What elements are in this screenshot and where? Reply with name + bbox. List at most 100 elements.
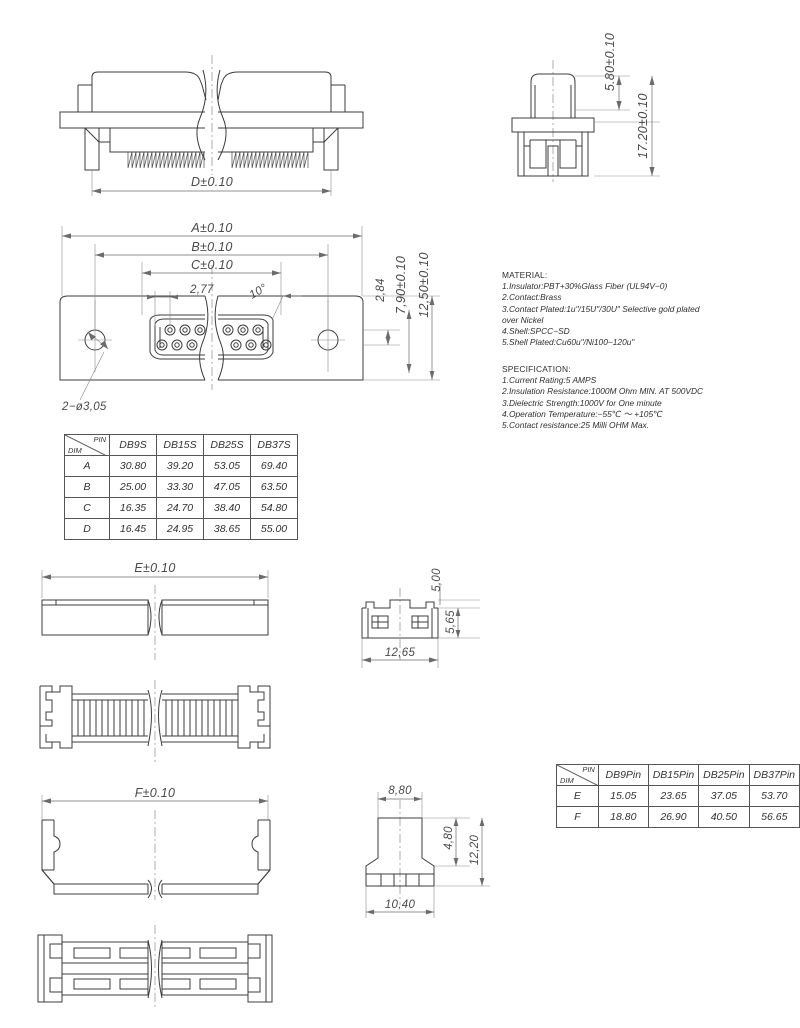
dim-284-label: 2,84 (375, 278, 387, 303)
material-line-2: 2.Contact:Brass (502, 292, 562, 303)
table-corner-cell: PIN DIM (556, 764, 599, 786)
table-row-header: PIN DIM DB9S DB15S DB25S DB37S (64, 434, 298, 456)
table-col-header: DB15Pin (647, 764, 700, 786)
table-cell: 54.80 (250, 497, 298, 519)
table-col-header: DB9S (109, 434, 157, 456)
table-cell: 30.80 (109, 455, 157, 477)
table-corner-cell: PIN DIM (64, 434, 110, 456)
specification-notes: SPECIFICATION: 1.Current Rating:5 AMPS 2… (502, 364, 703, 431)
view-side-receptacle: D±0.10 (59, 55, 364, 196)
material-line-3: 3.Contact Plated:1u"/15U"/30U" Selective… (502, 303, 700, 314)
view-end-receptacle: 5.80±0.10 17.20±0.10 (511, 33, 660, 182)
corner-pin-label: PIN (582, 765, 595, 774)
dim-1250-label: 12,50±0.10 (417, 252, 431, 317)
table-cell: 38.40 (203, 497, 251, 519)
table-cell: 16.35 (109, 497, 157, 519)
dim-A-label: A±0.10 (190, 221, 232, 235)
table-row: E 15.05 23.65 37.05 53.70 (556, 785, 800, 807)
table-cell: 16.45 (109, 518, 157, 540)
table-row: D 16.45 24.95 38.65 55.00 (64, 518, 298, 540)
pin-array-left (156, 324, 206, 351)
table-row-label: B (64, 476, 110, 498)
view-end-idc-body: 8,80 4,80 12,20 10,40 (365, 785, 490, 918)
dimension-table-ef: PIN DIM DB9Pin DB15Pin DB25Pin DB37Pin E… (556, 764, 800, 828)
table-row-label: E (556, 785, 599, 807)
table-cell: 53.05 (203, 455, 251, 477)
dim-1720-label: 17.20±0.10 (636, 93, 650, 158)
material-line-5: 4.Shell:SPCC−SD (502, 326, 570, 337)
spec-line-5: 5.Contact resistance:25 Milli OHM Max. (502, 420, 650, 431)
table-cell: 26.90 (647, 806, 700, 828)
table-col-header: DB15S (156, 434, 204, 456)
table-cell: 47.05 (203, 476, 251, 498)
table-cell: 33.30 (156, 476, 204, 498)
table-cell: 56.65 (748, 806, 800, 828)
corner-diagonal-icon (65, 435, 107, 456)
view-plan-idc-body (39, 680, 271, 762)
spec-line-2: 2.Insulation Resistance:1000M Ohm MIN. A… (502, 386, 704, 397)
table-cell: 55.00 (250, 518, 298, 540)
dim-B-label: B±0.10 (191, 240, 232, 254)
dim-1265-label: 12,65 (385, 647, 416, 659)
table-cell: 37.05 (698, 785, 750, 807)
table-cell: 40.50 (698, 806, 750, 828)
table-col-header: DB25S (203, 434, 251, 456)
table-row: F 18.80 26.90 40.50 56.65 (556, 806, 800, 828)
table-row-label: F (556, 806, 599, 828)
dim-C-label: C±0.10 (191, 258, 233, 272)
table-row-label: D (64, 518, 110, 540)
spec-line-3: 3.Dielectric Strength:1000V for One minu… (502, 397, 662, 408)
dim-480-label: 4,80 (443, 826, 455, 850)
dim-500-label: 5,00 (431, 568, 443, 592)
view-bottom-idc-body (37, 925, 273, 1010)
material-notes: MATERIAL: 1.Insulator:PBT+30%Glass Fiber… (502, 270, 699, 348)
dim-580-label: 5.80±0.10 (603, 33, 617, 91)
table-cell: 63.50 (250, 476, 298, 498)
table-row: C 16.35 24.70 38.40 54.80 (64, 497, 298, 519)
table-row: A 30.80 39.20 53.05 69.40 (64, 455, 298, 477)
material-heading: MATERIAL: (502, 270, 548, 280)
dimension-table-abcd: PIN DIM DB9S DB15S DB25S DB37S A 30.80 3… (64, 434, 298, 540)
table-cell: 69.40 (250, 455, 298, 477)
dim-D-label: D±0.10 (191, 175, 233, 189)
table-cell: 39.20 (156, 455, 204, 477)
table-cell: 25.00 (109, 476, 157, 498)
table-cell: 53.70 (748, 785, 800, 807)
dim-880-label: 8,80 (388, 785, 412, 797)
dim-hole-label: 2−ø3,05 (61, 401, 107, 413)
table-cell: 23.65 (647, 785, 700, 807)
dim-angle-label: 10° (248, 282, 270, 302)
table-cell: 38.65 (203, 518, 251, 540)
table-col-header: DB37S (250, 434, 298, 456)
material-line-1: 1.Insulator:PBT+30%Glass Fiber (UL94V−0) (502, 281, 668, 292)
table-col-header: DB25Pin (698, 764, 750, 786)
corner-pin-label: PIN (93, 435, 106, 444)
dim-pitch-label: 2,77 (189, 284, 214, 296)
corner-diagonal-icon (557, 765, 599, 786)
table-cell: 24.70 (156, 497, 204, 519)
table-col-header: DB9Pin (597, 764, 649, 786)
table-row: B 25.00 33.30 47.05 63.50 (64, 476, 298, 498)
dim-1220-label: 12,20 (469, 835, 481, 866)
corner-dim-label: DIM (68, 446, 82, 455)
pin-array-right (222, 324, 272, 351)
view-front-receptacle: A±0.10 B±0.10 C±0.10 2,77 10° 2−ø3,05 (59, 221, 440, 413)
table-row-header: PIN DIM DB9Pin DB15Pin DB25Pin DB37Pin (556, 764, 800, 786)
specification-heading: SPECIFICATION: (502, 364, 571, 374)
dim-E-label: E±0.10 (134, 561, 175, 575)
corner-dim-label: DIM (560, 776, 574, 785)
dim-F-label: F±0.10 (135, 786, 176, 800)
view-side-idc-body: F±0.10 (41, 786, 271, 900)
table-row-label: C (64, 497, 110, 519)
table-cell: 15.05 (597, 785, 649, 807)
table-col-header: DB37Pin (748, 764, 800, 786)
dim-1040-label: 10,40 (385, 899, 416, 911)
material-line-6: 5.Shell Plated:Cu60u"/Ni100−120u" (502, 337, 635, 348)
material-line-4: over Nickel (502, 314, 544, 325)
spec-line-1: 1.Current Rating:5 AMPS (502, 375, 597, 386)
dim-565-label: 5,65 (445, 610, 457, 634)
dim-790-label: 7,90±0.10 (394, 256, 408, 314)
table-cell: 18.80 (597, 806, 649, 828)
view-end-idc-cover: 5,00 5,65 12,65 (361, 568, 480, 668)
